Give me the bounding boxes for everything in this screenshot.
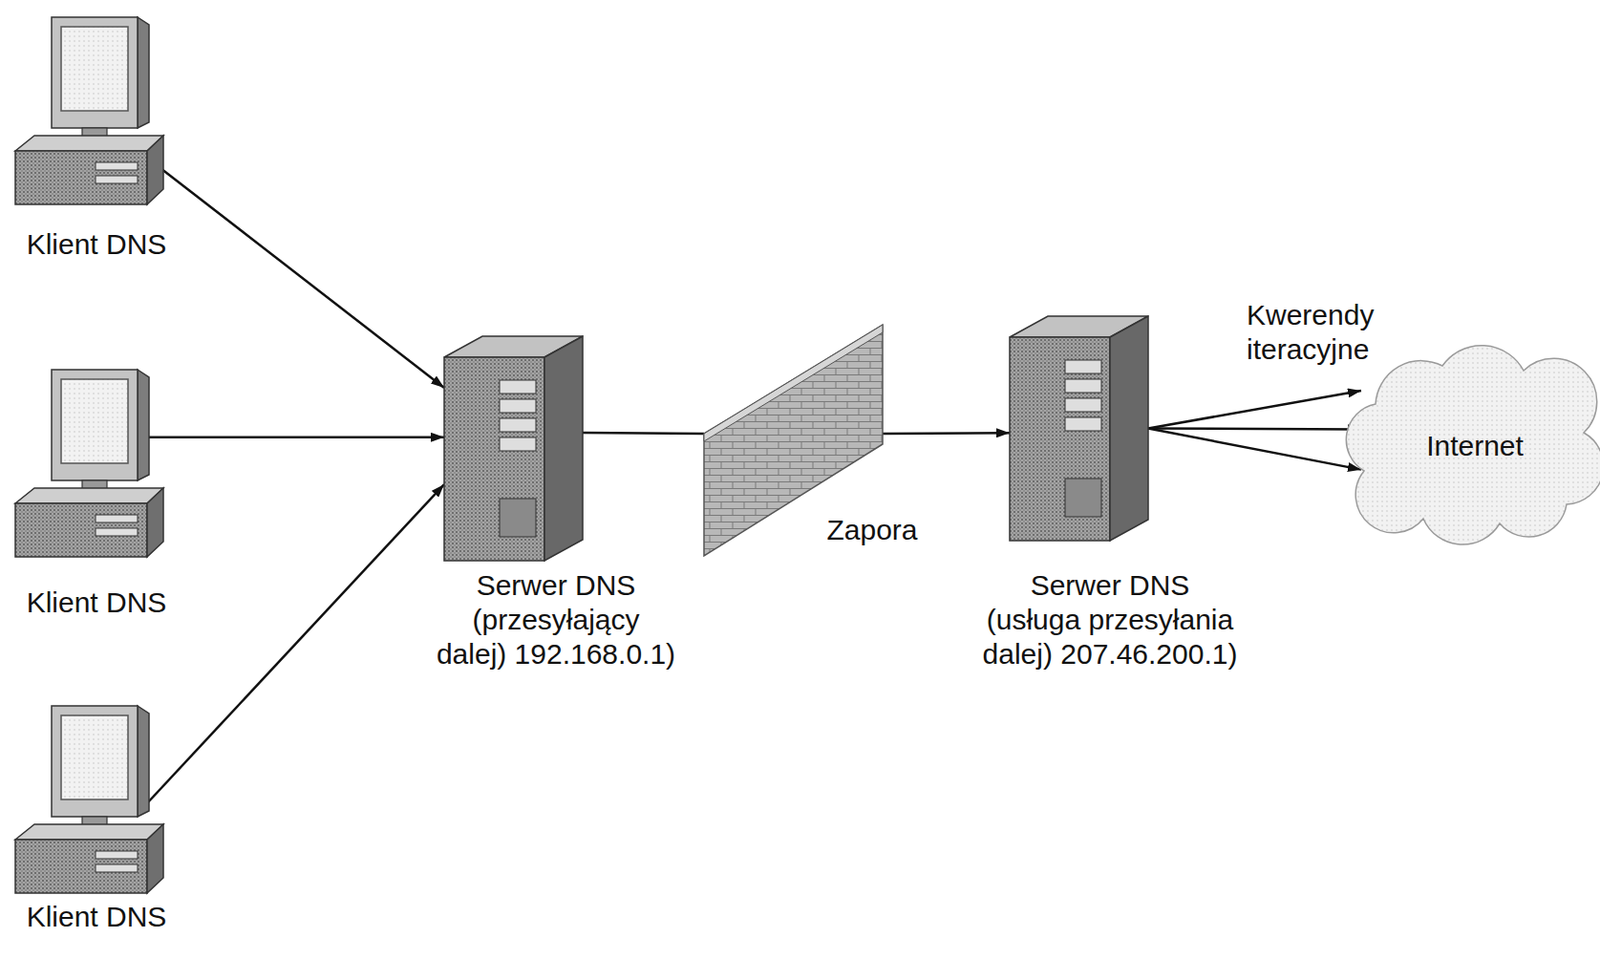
node-label: Zapora <box>826 512 918 548</box>
node-label: Internet <box>1426 428 1524 464</box>
connector-arrow <box>138 484 445 813</box>
firewall: Zapora <box>704 320 883 556</box>
connector-arrow <box>1148 390 1362 428</box>
dns-server: Serwer DNS (usługa przesyłania dalej) 20… <box>1009 316 1149 541</box>
connector-arrow <box>582 432 704 434</box>
connector-arrow <box>133 436 445 440</box>
connector-arrow <box>882 431 1010 435</box>
node-label: Serwer DNS (usługa przesyłania dalej) 20… <box>981 568 1238 672</box>
server-icon <box>444 336 583 561</box>
node-label: Klient DNS <box>26 585 168 620</box>
client-computer: Klient DNS <box>15 15 164 214</box>
dns-server: Serwer DNS (przesyłający dalej) 192.168.… <box>444 336 583 561</box>
pc-icon <box>15 15 164 214</box>
annotation-label: Kwerendy iteracyjne <box>1246 298 1285 367</box>
internet-cloud: Internet <box>1356 346 1594 531</box>
node-label: Klient DNS <box>26 899 168 935</box>
connector-arrow <box>1148 428 1362 470</box>
pc-icon <box>15 704 164 896</box>
connector-arrow <box>1148 426 1362 430</box>
client-computer: Klient DNS <box>15 704 164 896</box>
connector-arrow <box>152 162 445 388</box>
node-label: Serwer DNS (przesyłający dalej) 192.168.… <box>435 568 677 672</box>
server-icon <box>1009 316 1149 541</box>
client-computer: Klient DNS <box>15 367 164 567</box>
pc-icon <box>15 367 164 567</box>
node-label: Klient DNS <box>26 227 168 262</box>
